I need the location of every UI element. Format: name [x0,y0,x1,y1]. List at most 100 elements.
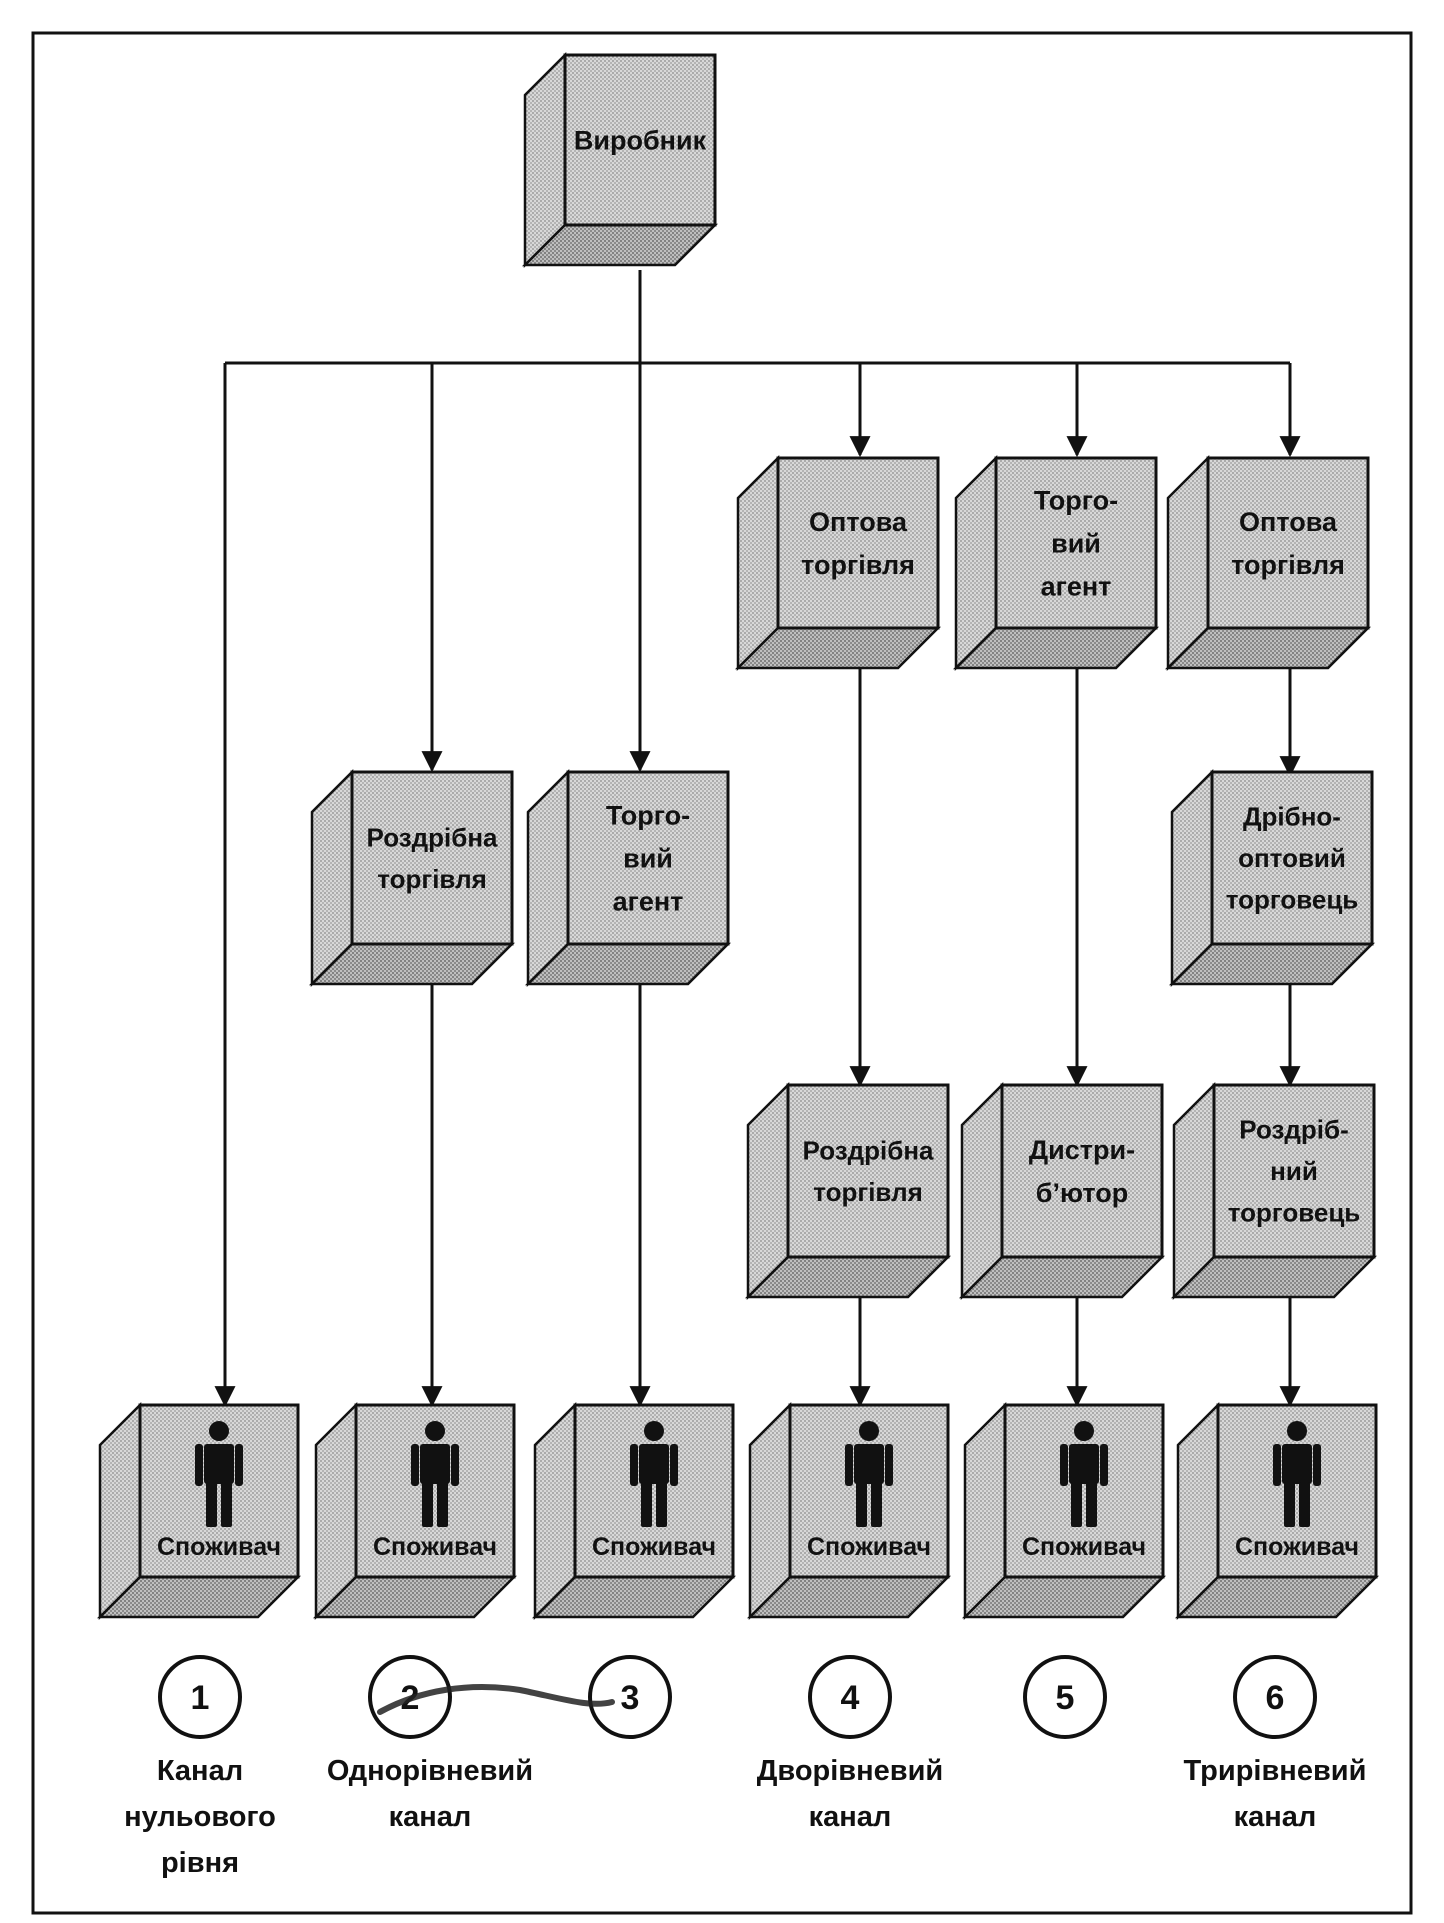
channel-caption-line: канал [389,1801,472,1833]
channel-boxes: ВиробникОптоваторгівляТорго-вийагентОпто… [96,51,1380,1621]
diagram-frame [31,31,1413,1915]
jobber-box-channel-6-label-line: торговець [1226,885,1359,915]
retail-box-channel-4-front-face [786,1083,950,1259]
retail-box-channel-2-front-face [350,770,514,946]
agent-box-channel-3-label-line: Торго- [606,800,690,830]
channel-number: 3 [621,1679,640,1717]
connector-lines [214,270,1301,1408]
agent-box-channel-3-label-line: агент [613,887,684,917]
person-leg [641,1482,652,1527]
person-head [859,1421,879,1441]
consumer-label: Споживач [1022,1533,1146,1561]
agent-box-channel-5-label-line: агент [1041,572,1112,602]
retailer-box-channel-6-front-face [1212,1083,1376,1259]
person-icon [630,1421,678,1527]
person-torso [204,1444,234,1484]
wholesale-box-channel-6-label-line: Оптова [1239,507,1338,537]
channel-number: 6 [1266,1679,1285,1717]
consumer-box-channel-5 [961,1401,1167,1621]
retail-box-channel-4-label-line: торгівля [813,1177,923,1207]
consumer-label: Споживач [592,1533,716,1561]
agent-box-channel-5-label-line: Торго- [1034,485,1118,515]
agent-box-channel-5-label-line: вий [1051,528,1101,558]
distributor-box-channel-5-label-line: Дистри- [1029,1135,1135,1165]
consumer-label: Споживач [373,1533,497,1561]
channel-number-circle [808,1655,892,1739]
wholesale-box-channel-6-front-face [1206,456,1370,630]
channel-number-circle [158,1655,242,1739]
person-leg [1284,1482,1295,1527]
retailer-box-channel-6-label-line: ний [1270,1156,1318,1186]
person-icon [1060,1421,1108,1527]
producer-box-front-face [563,53,717,227]
channel-caption-line: Однорівневий [327,1755,533,1787]
person-head [1287,1421,1307,1441]
consumer-box-channel-1-front-face [138,1403,300,1579]
person-leg [422,1482,433,1527]
agent-box-channel-3-front-face [566,770,730,946]
pen-scribble [377,1683,615,1715]
wholesale-box-channel-4-front-face [776,456,940,630]
person-arm [451,1444,459,1486]
channel-caption-line: Канал [157,1755,243,1787]
consumer-label: Споживач [1235,1533,1359,1561]
person-leg [221,1482,232,1527]
person-arm [845,1444,853,1486]
channel-caption-line: канал [809,1801,892,1833]
wholesale-box-channel-6-label-line: торгівля [1231,550,1345,580]
channel-caption-line: Дворівневий [757,1755,944,1787]
person-head [1074,1421,1094,1441]
person-arm [1060,1444,1068,1486]
person-arm [411,1444,419,1486]
person-head [425,1421,445,1441]
channel-number-circle [588,1655,672,1739]
person-leg [871,1482,882,1527]
retail-box-channel-2-label-line: торгівля [377,864,487,894]
person-arm [1100,1444,1108,1486]
person-icon [411,1421,459,1527]
person-arm [670,1444,678,1486]
distributor-box-channel-5-label-line: б’ютор [1036,1178,1128,1208]
consumer-box-channel-3 [531,1401,737,1621]
person-torso [639,1444,669,1484]
producer-box: Виробник [521,51,719,269]
channel-number-circle [1023,1655,1107,1739]
person-leg [1071,1482,1082,1527]
retail-box-channel-4-label-line: Роздрібна [803,1135,935,1165]
wholesale-box-channel-4-label-line: Оптова [809,507,908,537]
person-torso [1282,1444,1312,1484]
jobber-box-channel-6-front-face [1210,770,1374,946]
consumer-box-channel-1 [96,1401,302,1621]
consumer-label: Споживач [807,1533,931,1561]
person-torso [1069,1444,1099,1484]
person-arm [1313,1444,1321,1486]
person-arm [1273,1444,1281,1486]
person-icon [1273,1421,1321,1527]
consumer-box-channel-6 [1174,1401,1380,1621]
retailer-box-channel-6-label-line: торговець [1228,1198,1361,1228]
retail-box-channel-4: Роздрібна торгівля [744,1081,952,1301]
person-leg [1299,1482,1310,1527]
agent-box-channel-5-front-face [994,456,1158,630]
channel-number-circle [1233,1655,1317,1739]
channel-caption-line: Трирівневий [1184,1755,1367,1787]
producer-box-label-line: Виробник [574,125,707,155]
channel-caption-line: канал [1234,1801,1317,1833]
person-leg [856,1482,867,1527]
person-leg [656,1482,667,1527]
person-arm [195,1444,203,1486]
channel-number: 1 [191,1679,210,1717]
person-arm [885,1444,893,1486]
person-icon [195,1421,243,1527]
person-leg [437,1482,448,1527]
channel-number: 4 [841,1679,860,1717]
channel-caption-line: нульового [124,1801,276,1833]
jobber-box-channel-6-label-line: оптовий [1238,843,1346,873]
person-head [209,1421,229,1441]
